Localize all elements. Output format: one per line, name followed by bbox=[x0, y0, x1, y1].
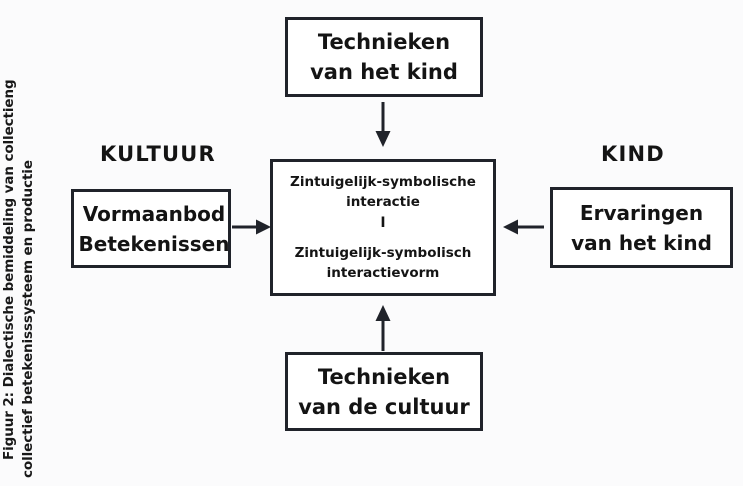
node-top-line-2: van het kind bbox=[310, 60, 458, 84]
arrow-up-icon bbox=[371, 304, 395, 351]
node-ervaringen-van-het-kind: Ervaringen van het kind bbox=[550, 187, 733, 268]
figure-caption: Figuur 2: Dialectische bemiddeling van c… bbox=[0, 0, 48, 486]
node-vormaanbod-betekenissen: Vormaanbod Betekenissen bbox=[71, 189, 231, 268]
node-technieken-van-de-cultuur: Technieken van de cultuur bbox=[285, 352, 483, 431]
node-right-line-1: Ervaringen bbox=[579, 200, 704, 225]
arrow-down-icon bbox=[371, 102, 395, 148]
section-label-kultuur: KULTUUR bbox=[100, 142, 216, 166]
node-left-line-1: Vormaanbod bbox=[82, 201, 226, 226]
node-left-line-2: Betekenissen bbox=[78, 231, 230, 256]
node-center-separator: I bbox=[380, 215, 386, 231]
node-center-line-5: interactievorm bbox=[326, 265, 440, 281]
node-bottom-line-2: van de cultuur bbox=[298, 394, 470, 419]
arrow-left-icon bbox=[502, 215, 544, 239]
figure-caption-line-2: collectief betekenisssysteem en producti… bbox=[20, 160, 36, 478]
figure-caption-line-1: Figuur 2: Dialectische bemiddeling van c… bbox=[1, 79, 17, 460]
node-top-line-1: Technieken bbox=[317, 30, 451, 54]
node-center-line-2: interactie bbox=[346, 194, 420, 210]
arrow-right-icon bbox=[232, 215, 272, 239]
node-right-line-2: van het kind bbox=[571, 230, 712, 255]
node-technieken-van-het-kind: Technieken van het kind bbox=[285, 17, 483, 97]
node-bottom-line-1: Technieken bbox=[317, 364, 451, 389]
node-center-line-4: Zintuigelijk-symbolisch bbox=[294, 245, 472, 261]
node-center-line-1: Zintuigelijk-symbolische bbox=[290, 174, 476, 190]
section-label-kind: KIND bbox=[601, 142, 665, 166]
node-zintuigelijk-symbolische-interactie: Zintuigelijk-symbolische interactie I Zi… bbox=[270, 159, 496, 296]
